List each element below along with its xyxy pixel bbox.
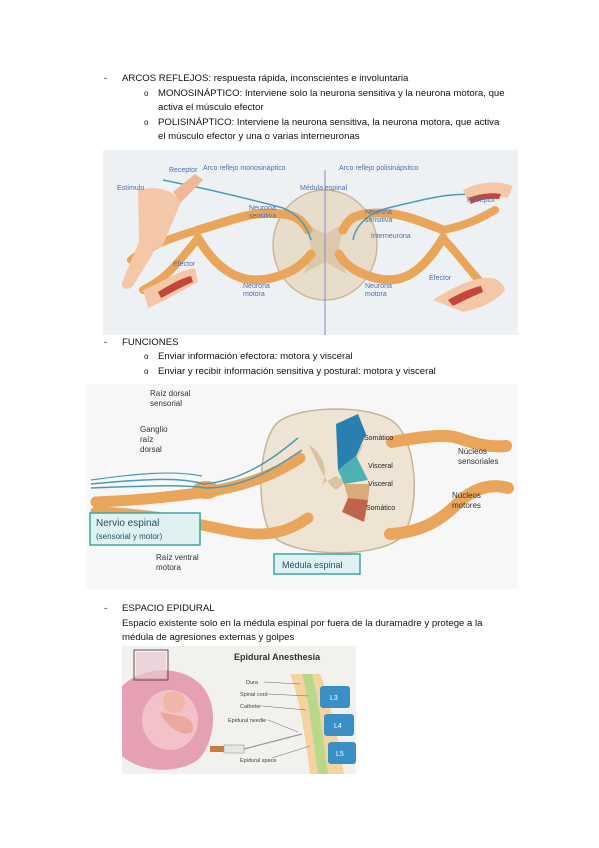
label-efector-right: Efector: [429, 275, 452, 282]
section-heading-espacio-epidural: ESPACIO EPIDURAL: [122, 603, 215, 614]
label-receptor-right: Receptor: [467, 197, 496, 204]
reflex-arc-figure: Arco reflejo monosináptico Arco reflejo …: [103, 150, 518, 335]
item-funcion-2: Enviar y recibir información sensitiva y…: [158, 366, 436, 377]
label-neurona-sensitiva-right: Neurona sensitiva: [365, 209, 394, 224]
list-dash: -: [104, 603, 108, 614]
list-bullet: o: [144, 367, 149, 376]
nervio-espinal-sub: (sensorial y motor): [96, 532, 163, 541]
item-polisinaptico-line1: POLISINÁPTICO: Interviene la neurona sen…: [158, 117, 500, 128]
label-ganglio: Ganglio raíz dorsal: [140, 425, 170, 454]
label-nucleos-sensoriales: Núcleos sensoriales: [458, 447, 498, 466]
label-neurona-motora-right: Neurona motora: [365, 283, 394, 298]
label-visceral-bottom: Visceral: [368, 481, 393, 488]
nervio-espinal-title: Nervio espinal: [96, 518, 159, 529]
list-bullet: o: [144, 118, 149, 127]
label-estimulo: Estímulo: [117, 185, 144, 192]
item-funcion-1: Enviar información efectora: motora y vi…: [158, 351, 353, 362]
label-neurona-motora-left: Neurona motora: [243, 283, 272, 298]
epidural-anesthesia-figure: Epidural Anesthesia L3 L4 L5 Dura Spinal…: [122, 646, 356, 774]
list-dash: -: [104, 73, 108, 84]
list-dash: -: [104, 337, 108, 348]
label-receptor-left: Receptor: [169, 167, 198, 174]
item-polisinaptico-line2: el músculo efector y una o varias intern…: [158, 131, 360, 142]
label-medula: Médula espinal: [300, 185, 348, 192]
vertebra-l4: L4: [334, 723, 342, 730]
vertebra-l3: L3: [330, 695, 338, 702]
item-monosinaptico-line1: MONOSINÁPTICO: Interviene solo la neuron…: [158, 88, 505, 99]
vertebra-l5: L5: [336, 751, 344, 758]
medula-espinal-box-label: Médula espinal: [282, 560, 343, 570]
label-neurona-sensitiva-left: Neurona sensitiva: [249, 205, 278, 220]
list-bullet: o: [144, 89, 149, 98]
figure1-title-right: Arco reflejo polisinápsitco: [339, 165, 418, 172]
section-heading-funciones: FUNCIONES: [122, 337, 179, 348]
label-efector-left: Efector: [173, 261, 196, 268]
label-raiz-ventral: Raíz ventral motora: [156, 553, 201, 572]
label-epidural-space: Epidural space: [240, 758, 276, 764]
label-catheter: Catheter: [240, 704, 261, 710]
figure1-title-left: Arco reflejo monosináptico: [203, 165, 286, 172]
label-spinal-cord: Spinal cord: [240, 692, 268, 698]
label-visceral-top: Visceral: [368, 463, 393, 470]
label-interneurona: Interneurona: [371, 233, 411, 240]
label-raiz-dorsal: Raíz dorsal sensorial: [150, 389, 193, 408]
espacio-epidural-body-line2: médula de agresiones externas y golpes: [122, 632, 295, 643]
label-somatico-top: Somático: [364, 435, 393, 442]
label-nucleos-motores: Núcleos motores: [452, 491, 483, 510]
label-epidural-needle: Epidural needle: [228, 718, 266, 724]
section-heading-arcos: ARCOS REFLEJOS: respuesta rápida, incons…: [122, 73, 409, 84]
item-monosinaptico-line2: activa el músculo efector: [158, 102, 264, 113]
label-somatico-bottom: Somático: [366, 505, 395, 512]
list-bullet: o: [144, 352, 149, 361]
label-dura: Dura: [246, 680, 259, 686]
figure3-title: Epidural Anesthesia: [234, 652, 321, 662]
spinal-nerve-figure: Raíz dorsal sensorial Ganglio raíz dorsa…: [86, 384, 518, 589]
espacio-epidural-body-line1: Espacio existente solo en la médula espi…: [122, 618, 483, 629]
